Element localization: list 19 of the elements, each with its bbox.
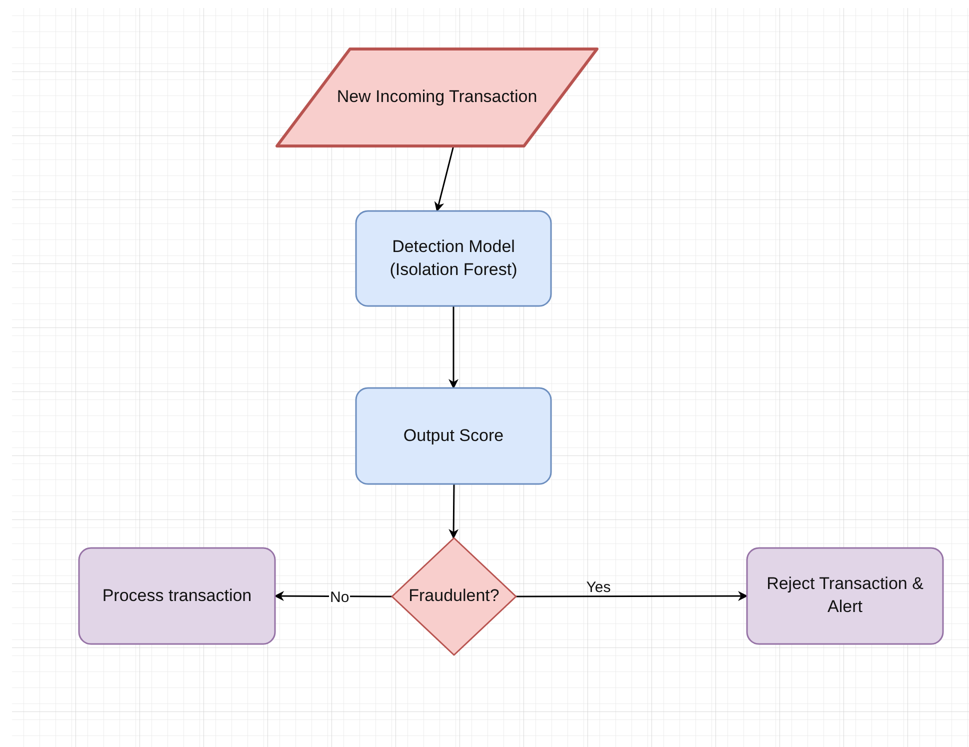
arrow	[448, 306, 458, 389]
node-label: Detection Model (Isolation Forest)	[388, 236, 518, 280]
process-box	[356, 388, 551, 484]
outcome-box	[79, 548, 275, 644]
arrow	[274, 591, 392, 602]
node-label: Reject Transaction & Alert	[766, 573, 924, 618]
arrow	[516, 591, 748, 602]
node-label: Fraudulent?	[408, 585, 500, 608]
edge-label: No	[329, 590, 350, 606]
node-label: New Incoming Transaction	[336, 86, 538, 108]
arrow	[448, 484, 459, 539]
edge-label: Yes	[585, 580, 612, 597]
node-label: Output Score	[402, 424, 505, 447]
arrow	[434, 146, 454, 212]
input-parallelogram	[277, 49, 597, 146]
node-label: Process transaction	[101, 584, 253, 607]
outcome-box	[747, 548, 943, 644]
process-box	[356, 211, 551, 306]
decision-diamond	[392, 538, 516, 655]
